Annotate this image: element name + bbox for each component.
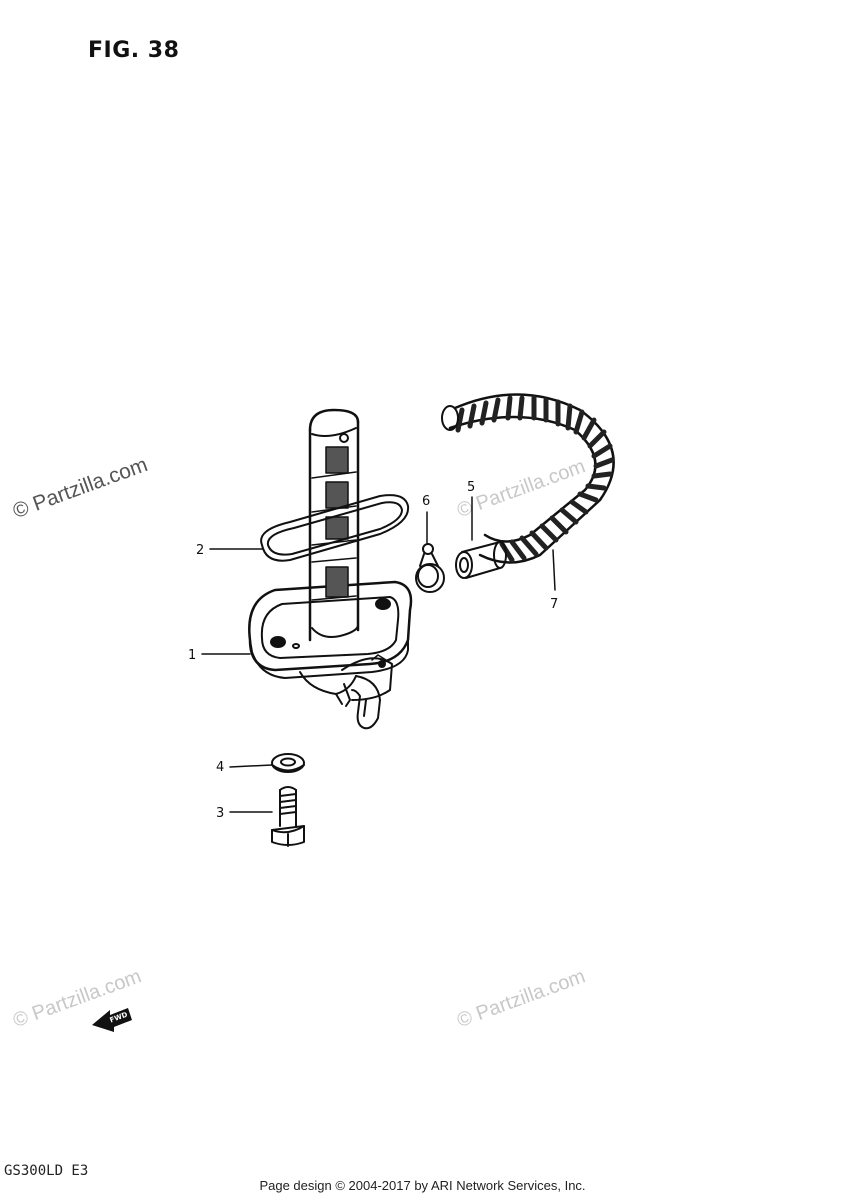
bolt-drawing	[271, 786, 305, 847]
model-code: GS300LD E3	[4, 1163, 89, 1179]
clip-drawing	[415, 543, 445, 593]
callout-3: 3	[216, 806, 224, 821]
callout-7: 7	[550, 597, 558, 612]
page-footer: Page design © 2004-2017 by ARI Network S…	[0, 1178, 845, 1193]
fuel-cock-drawing	[248, 408, 413, 730]
footer-copyright: Page design © 2004-2017 by ARI Network S…	[259, 1178, 586, 1193]
callout-4: 4	[216, 760, 224, 775]
gasket-drawing	[260, 494, 410, 562]
leader-lines	[201, 496, 556, 813]
washer-drawing	[271, 753, 305, 773]
figure-title: FIG. 38	[88, 38, 180, 63]
callout-5: 5	[467, 480, 475, 495]
callout-1: 1	[188, 648, 196, 663]
fuel-hose-drawing	[441, 393, 615, 579]
callout-6: 6	[422, 494, 430, 509]
callout-2: 2	[196, 543, 204, 558]
fwd-arrow: FWD	[92, 1008, 132, 1032]
